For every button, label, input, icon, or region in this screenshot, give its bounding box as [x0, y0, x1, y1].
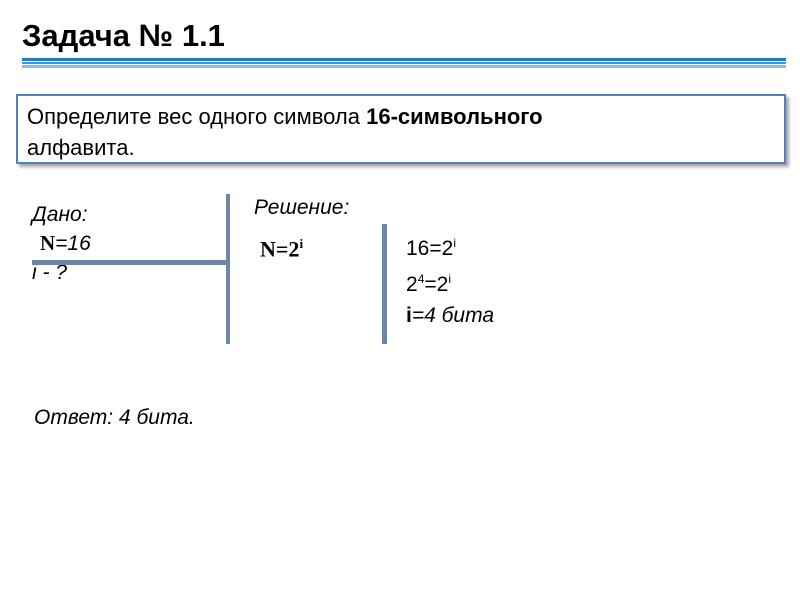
answer-text: Ответ: 4 бита. [34, 406, 195, 429]
given-heading: Дано: [32, 203, 88, 226]
formula-base: N=2 [260, 236, 300, 262]
task-text-bold: 16-символьного [366, 104, 543, 129]
calc-line-2: 24=2i [406, 264, 494, 300]
calc-line-3-var: i [406, 304, 412, 327]
task-statement-box: Определите вес одного символа 16-символь… [16, 94, 786, 164]
formula-exponent: i [299, 236, 304, 251]
title-underline [22, 58, 786, 68]
given-block: Дано: N=16 i - ? [32, 200, 91, 287]
divider-vertical-right [382, 224, 387, 344]
calc-line-1: 16=2i [406, 228, 494, 264]
given-divider-horizontal [32, 260, 226, 265]
calc-line-2-exp2: i [448, 272, 451, 286]
calc-line-2-mid: =2 [424, 273, 449, 296]
given-n-value: =16 [55, 232, 91, 255]
calc-line-1-base: 16=2 [406, 237, 454, 260]
calc-line-2-exp1: 4 [417, 272, 425, 286]
divider-vertical-left [226, 194, 230, 344]
calc-line-3-rest: =4 бита [411, 304, 495, 327]
given-n-line: N=16 [32, 229, 91, 258]
slide-title: Задача № 1.1 [22, 18, 225, 53]
given-n-var: N [40, 231, 56, 255]
solution-heading: Решение: [254, 196, 350, 219]
calc-line-3: i=4 бита [406, 300, 494, 331]
task-text-part1: Определите вес одного символа [27, 104, 367, 129]
calc-line-1-exp: i [453, 236, 456, 250]
calculation-block: 16=2i 24=2i i=4 бита [406, 228, 494, 331]
given-unknown: i - ? [32, 261, 68, 284]
calc-line-2-base: 2 [406, 273, 418, 296]
task-text-part2: алфавита. [27, 135, 135, 160]
main-formula: N=2i [260, 236, 303, 262]
